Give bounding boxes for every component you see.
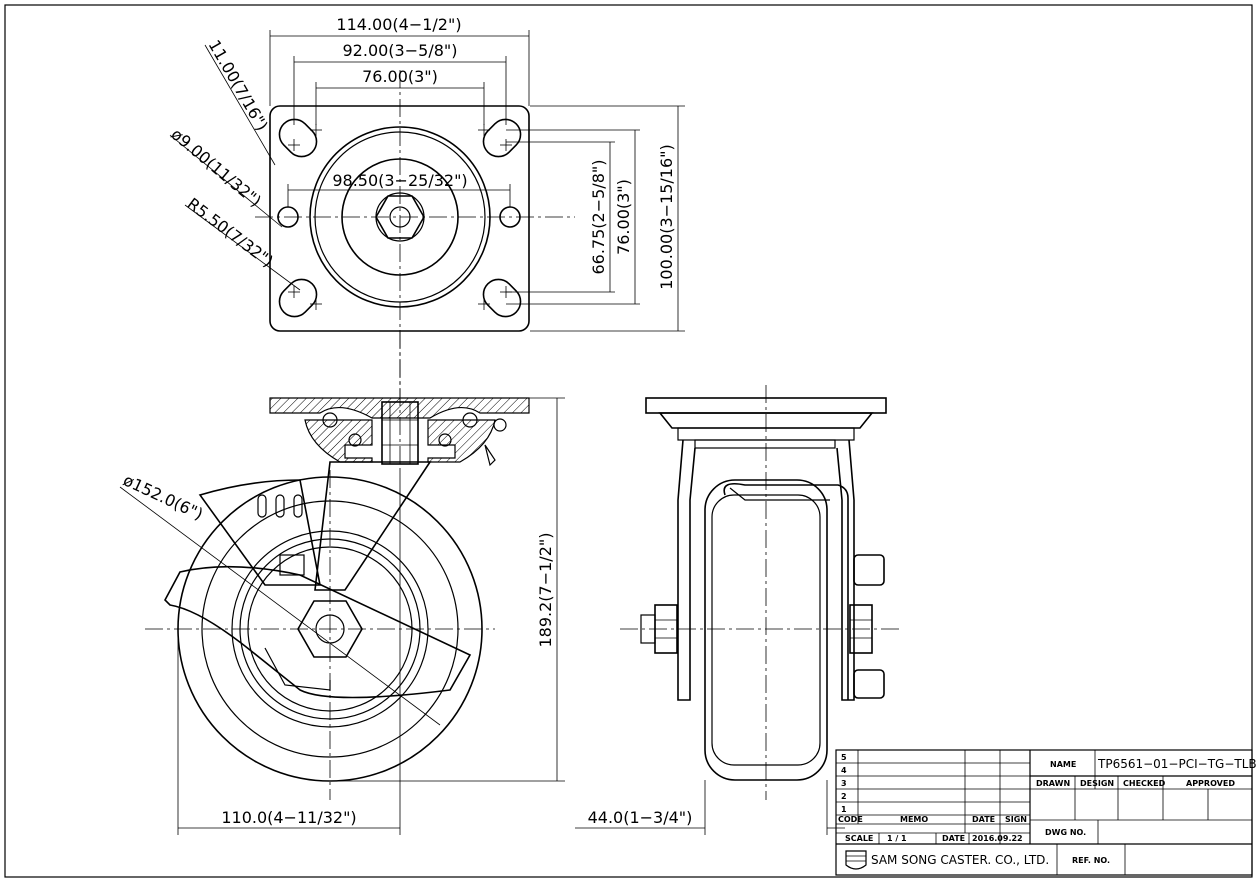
slot-hole-bottom-right	[478, 278, 522, 318]
slot-hole-bottom-left	[278, 278, 322, 318]
tb-company: SAM SONG CASTER. CO., LTD.	[871, 853, 1049, 867]
tb-scale-value: 1 / 1	[887, 834, 907, 843]
company-logo-icon	[845, 850, 867, 870]
dim-76: 76.00(3")	[362, 67, 438, 86]
side-raceway-right	[427, 419, 496, 463]
slot-hole-top-right	[478, 118, 522, 158]
svg-text:1: 1	[841, 805, 847, 814]
tb-date-value: 2016.09.22	[972, 834, 1023, 843]
side-top-plate	[269, 397, 530, 419]
top-plate	[269, 105, 530, 332]
dim-v-66-75: 66.75(2−5/8")	[589, 160, 608, 275]
dim-v-100: 100.00(3−15/16")	[657, 144, 676, 290]
dim-bolt-circle: 98.50(3−25/32")	[332, 171, 467, 190]
dim-92: 92.00(3−5/8")	[343, 41, 458, 60]
dim-width-44: 44.0(1−3/4")	[588, 808, 693, 827]
svg-text:2: 2	[841, 792, 847, 801]
tb-checked-label: CHECKED	[1123, 779, 1166, 788]
dim-radius-5-5: R5.50(7/32")	[184, 194, 277, 271]
dim-offset-110: 110.0(4−11/32")	[221, 808, 356, 827]
slot-hole-top-left	[278, 118, 322, 158]
dim-v-76: 76.00(3")	[614, 179, 633, 255]
tb-ref-no-label: REF. NO.	[1072, 856, 1110, 865]
svg-text:3: 3	[841, 779, 847, 788]
title-block: 5 4 3 2 1 CODE MEMO DATE SIGN SCALE 1 / …	[835, 749, 1257, 876]
dim-slot-11: 11.00(7/16")	[205, 37, 272, 134]
end-axle-nut-right	[849, 604, 873, 654]
tb-date-label: DATE	[972, 815, 995, 824]
sheet-border	[4, 4, 1253, 878]
svg-text:4: 4	[841, 766, 847, 775]
end-view: 44.0(1−3/4")	[575, 385, 900, 835]
dim-114: 114.00(4−1/2")	[336, 15, 461, 34]
tb-dwg-no-label: DWG NO.	[1045, 828, 1086, 837]
tb-design-label: DESIGN	[1080, 779, 1114, 788]
tb-name-value: TP6561−01−PCI−TG−TLB	[1097, 757, 1257, 771]
top-plate-view: 114.00(4−1/2") 92.00(3−5/8") 76.00(3") 9…	[167, 15, 685, 400]
dim-height-189: 189.2(7−1/2")	[536, 533, 555, 648]
svg-text:5: 5	[841, 753, 847, 762]
side-view: ø152.0(6") 189.2(7−1/2") 110.0(4−11/32")	[119, 330, 565, 835]
side-brake-pedal	[164, 565, 472, 699]
tb-scale-label: SCALE	[845, 834, 873, 843]
tb-approved-label: APPROVED	[1186, 779, 1235, 788]
tb-code-label: CODE	[838, 815, 863, 824]
tb-drawn-label: DRAWN	[1036, 779, 1070, 788]
side-fork-leg	[314, 461, 432, 591]
tb-sign-label: SIGN	[1005, 815, 1027, 824]
tb-date-label-2: DATE	[942, 834, 965, 843]
tb-name-label: NAME	[1050, 760, 1076, 769]
side-raceway-left	[304, 419, 373, 463]
dim-hole-9: ø9.00(11/32")	[167, 125, 265, 211]
tb-memo-label: MEMO	[900, 815, 928, 824]
